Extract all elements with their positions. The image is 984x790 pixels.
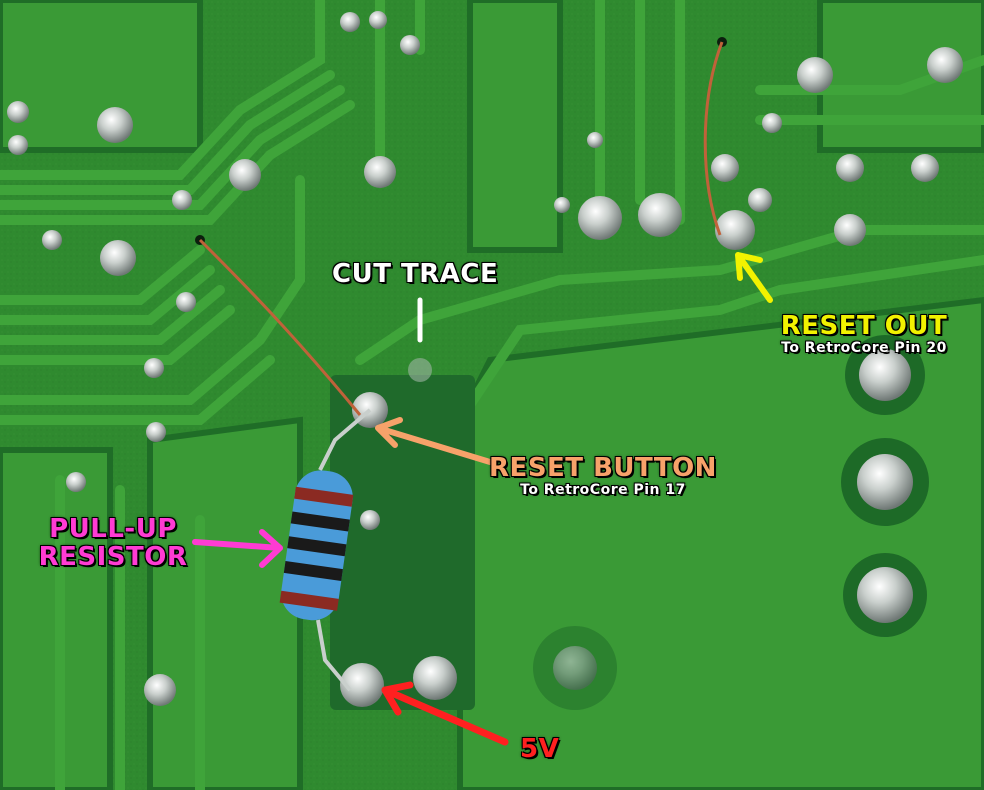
reset-trace-pad (330, 375, 475, 710)
copper-wires (198, 41, 724, 416)
pull-up-arrow (192, 529, 283, 568)
reset-out-sublabel: To RetroCore Pin 20 (781, 340, 947, 356)
reset-button-arrow (375, 417, 493, 465)
annotation-arrows (192, 252, 773, 746)
pull-up-annotation: PULL-UP RESISTOR (38, 515, 188, 571)
reset-button-annotation: RESET BUTTON To RetroCore Pin 17 (488, 454, 718, 498)
mounting-pads (533, 335, 929, 710)
five-v-arrow (381, 681, 509, 746)
reset-button-sublabel: To RetroCore Pin 17 (520, 482, 686, 498)
cut-trace-spot (408, 358, 432, 382)
reset-out-label: RESET OUT (780, 311, 948, 341)
pull-up-resistor (279, 470, 354, 621)
five-v-label: 5V (520, 734, 560, 764)
resistor-leads (316, 408, 372, 692)
pull-up-label-line1: PULL-UP (49, 514, 177, 544)
reset-out-arrow (735, 252, 773, 303)
reset-out-annotation: RESET OUT To RetroCore Pin 20 (764, 312, 964, 356)
cut-trace-label: CUT TRACE (332, 259, 499, 289)
reset-button-label: RESET BUTTON (489, 453, 717, 483)
pull-up-label-line2: RESISTOR (38, 542, 188, 572)
